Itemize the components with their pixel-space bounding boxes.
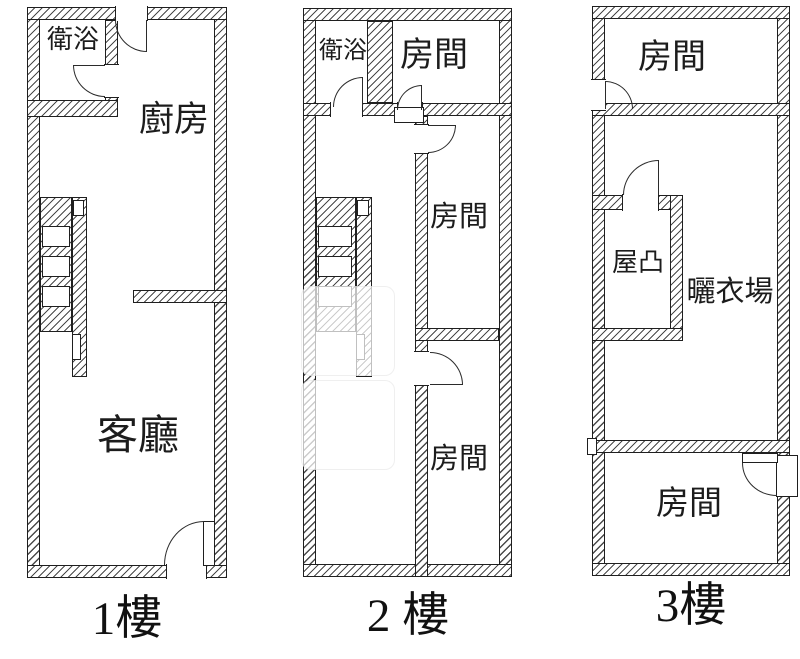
- f1-entry-door-opening: [115, 6, 148, 21]
- f2-stair-rail-notch-top: [357, 200, 369, 216]
- f3-top-room-door-opening: [591, 79, 606, 111]
- f3-mid-horizontal-wall: [592, 440, 790, 453]
- f2-stair-step: [318, 256, 352, 277]
- f3-penthouse-wall-right: [670, 195, 683, 341]
- f1-main-door-arc: [164, 521, 204, 565]
- watermark: [301, 380, 395, 470]
- f1-room-label-kitchen: 廚房: [138, 100, 209, 139]
- f3-room-label-room-bottom: 房間: [656, 486, 722, 522]
- f1-main-door-leaf: [203, 521, 215, 566]
- f2-floor-label: 2 樓: [366, 590, 450, 642]
- f3-room-label-penthouse: 屋凸: [611, 248, 664, 277]
- f3-bottom-room-door-opening: [776, 455, 798, 497]
- f2-wall-right: [499, 8, 512, 577]
- f3-penthouse-door-arc: [623, 160, 659, 195]
- f1-stair-rail: [72, 197, 87, 377]
- f3-left-wall-notch: [587, 438, 597, 455]
- f1-stair-step: [42, 256, 70, 277]
- f1-partition-stub-wall: [133, 290, 227, 303]
- f1-stair-step: [42, 226, 70, 247]
- f2-wall-top: [303, 8, 512, 21]
- f2-stair-step: [318, 226, 352, 247]
- f3-penthouse-wall-bottom: [592, 328, 683, 341]
- f3-floor-label: 3樓: [655, 580, 727, 632]
- f3-bottom-room-door-leaf: [742, 453, 778, 463]
- f2-bottom-room-door-opening: [414, 351, 429, 386]
- f3-room-label-drying-area: 曬衣場: [686, 276, 774, 308]
- f2-bathroom-room-divider-wall: [367, 21, 393, 103]
- f1-room-label-living: 客廳: [97, 412, 179, 458]
- f1-stair-rail-notch-top: [73, 200, 84, 216]
- f1-main-door-opening: [166, 564, 207, 579]
- watermark: [301, 286, 395, 376]
- f1-bathroom-door-arc: [73, 65, 105, 97]
- f2-mid-room-wall-bottom: [415, 328, 499, 341]
- f3-penthouse-door-opening: [622, 194, 659, 211]
- f1-room-label-bathroom: 衛浴: [46, 25, 99, 54]
- f2-room-label-room-top: 房間: [400, 37, 468, 74]
- f3-wall-top: [592, 6, 790, 19]
- f3-top-room-door-arc: [605, 81, 633, 109]
- f2-mid-room-door-opening: [414, 124, 429, 154]
- f2-top-room-door-arc: [397, 85, 422, 110]
- f2-bottom-room-door-arc: [430, 352, 463, 385]
- f1-bathroom-door-opening: [104, 64, 119, 98]
- f2-wall-bottom: [303, 564, 512, 577]
- f3-bottom-room-door-arc: [742, 463, 777, 496]
- f2-room-label-room-bottom: 房間: [429, 443, 488, 475]
- f1-floor-label: 1樓: [91, 593, 163, 645]
- f2-bathroom-door-arc: [333, 77, 363, 107]
- f1-bathroom-wall-bottom: [27, 100, 118, 117]
- f1-stair-rail-notch-bottom: [72, 334, 81, 360]
- f1-entry-door-arc: [115, 20, 147, 52]
- f1-stair-step: [42, 286, 70, 307]
- f2-room-label-room-middle: 房間: [429, 201, 488, 233]
- f3-wall-bottom: [592, 563, 790, 576]
- f2-corridor-divider-wall: [415, 116, 428, 577]
- f2-mid-room-door-arc: [428, 125, 456, 153]
- f3-room-label-room-top: 房間: [638, 39, 706, 76]
- f1-wall-left: [27, 7, 40, 578]
- f2-room-label-bathroom: 衛浴: [319, 38, 367, 64]
